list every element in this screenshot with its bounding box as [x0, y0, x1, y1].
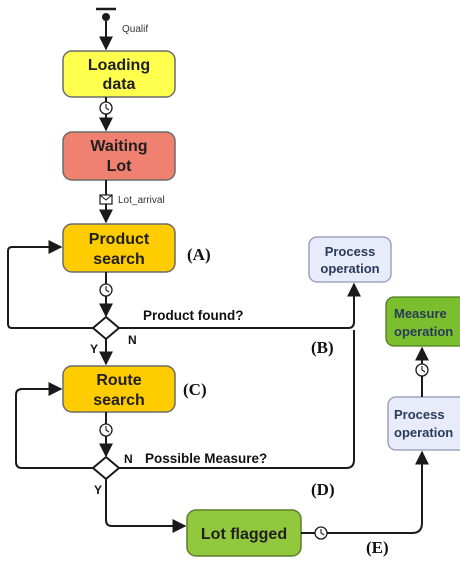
waiting-lot-line1: Waiting	[90, 138, 147, 155]
edge-lot-flagged-to-process-operation	[301, 450, 429, 534]
loading-data-box	[62, 50, 176, 98]
clock-icon	[99, 423, 113, 437]
decision-product-found	[91, 315, 121, 341]
condition-product-found: Product found?	[143, 308, 243, 323]
node-process-operation-top[interactable]: Process operation	[308, 236, 392, 283]
branch-no-1: N	[128, 333, 137, 347]
condition-possible-measure: Possible Measure?	[145, 451, 267, 466]
waiting-lot-box	[62, 131, 176, 181]
branch-yes-1: Y	[90, 342, 98, 356]
product-search-line1: Product	[89, 231, 150, 248]
edge-to-process-operation-top	[119, 282, 361, 329]
edge-to-lot-flagged	[105, 479, 187, 533]
product-search-box	[62, 223, 176, 273]
marker-a: (A)	[187, 245, 211, 264]
marker-e: (E)	[366, 538, 389, 557]
waiting-lot-line2: Lot	[107, 158, 133, 175]
start-node	[96, 7, 116, 21]
measure-operation-line1: Measure	[394, 306, 447, 321]
marker-d: (D)	[311, 480, 335, 499]
edge-loop-route-search	[15, 382, 93, 469]
clock-icon	[99, 283, 113, 297]
branch-yes-2: Y	[94, 483, 102, 497]
loading-data-line2: data	[103, 76, 136, 93]
marker-b: (B)	[311, 338, 334, 357]
edge-loop-product-search	[7, 240, 93, 329]
process-operation-top-line1: Process	[325, 244, 376, 259]
process-operation-right-line1: Process	[394, 407, 445, 422]
route-search-line1: Route	[96, 372, 141, 389]
decision-possible-measure	[91, 455, 121, 481]
node-route-search[interactable]: Route search	[62, 365, 176, 413]
node-measure-operation[interactable]: Measure operation	[385, 296, 460, 347]
clock-icon	[415, 363, 429, 377]
node-process-operation-right[interactable]: Process operation	[387, 396, 460, 451]
route-search-box	[62, 365, 176, 413]
measure-operation-line2: operation	[394, 324, 453, 339]
route-search-line2: search	[93, 392, 145, 409]
process-operation-right-line2: operation	[394, 425, 453, 440]
clock-icon	[99, 101, 113, 115]
node-loading-data[interactable]: Loading data	[62, 50, 176, 98]
process-operation-right-box	[387, 396, 460, 451]
product-search-line2: search	[93, 251, 145, 268]
node-waiting-lot[interactable]: Waiting Lot	[62, 131, 176, 181]
measure-operation-box	[385, 296, 460, 347]
lot-flagged-label: Lot flagged	[201, 526, 287, 543]
clock-icon	[314, 526, 328, 540]
edge-possible-measure-no	[119, 330, 355, 469]
event-qualif-label: Qualif	[122, 24, 148, 35]
envelope-icon	[99, 194, 113, 205]
node-lot-flagged[interactable]: Lot flagged	[186, 509, 302, 557]
event-lot-arrival-label: Lot_arrival	[118, 195, 165, 206]
process-operation-top-line2: operation	[320, 261, 379, 276]
marker-c: (C)	[183, 380, 207, 399]
process-operation-top-box	[308, 236, 392, 283]
node-product-search[interactable]: Product search	[62, 223, 176, 273]
branch-no-2: N	[124, 452, 133, 466]
loading-data-line1: Loading	[88, 57, 150, 74]
